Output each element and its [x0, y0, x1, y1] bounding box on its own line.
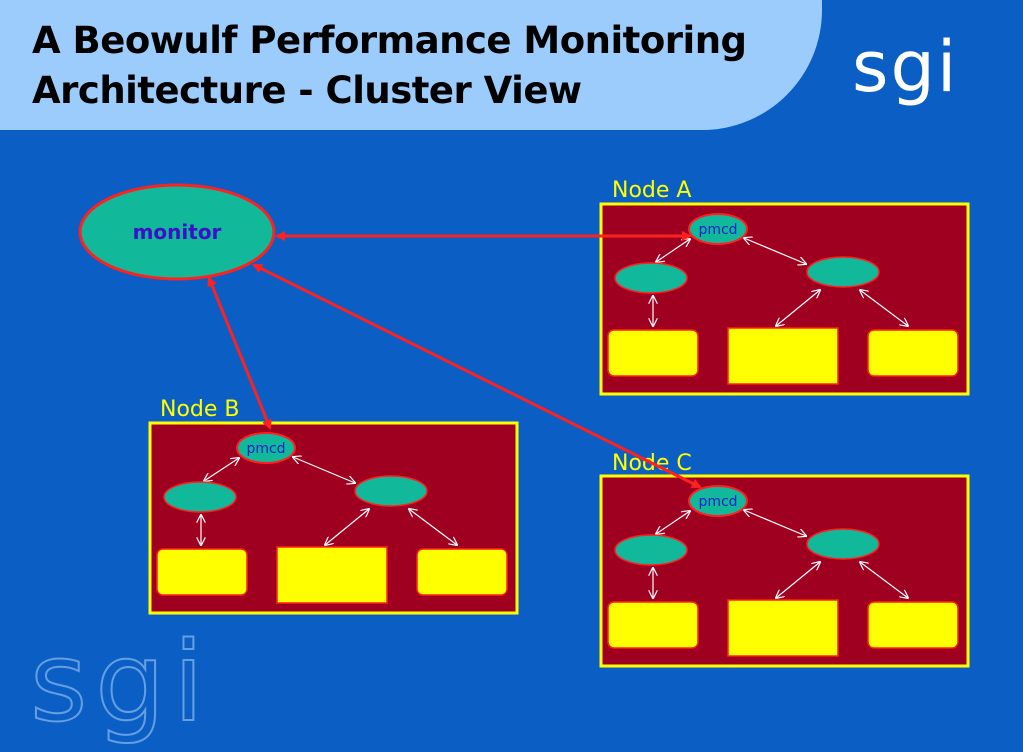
node-b-agent-right	[354, 475, 428, 507]
node-c-source-mid	[727, 599, 839, 657]
node-b-source-right	[416, 548, 508, 596]
page-title: A Beowulf Performance Monitoring Archite…	[32, 16, 747, 116]
node-a-source-left	[607, 329, 699, 377]
title-panel	[0, 0, 822, 130]
node-b-agent-left	[163, 481, 237, 513]
node-c-link-down-right	[860, 562, 908, 598]
node-a-label: Node A	[612, 178, 691, 203]
title-line-2: Architecture - Cluster View	[32, 69, 582, 112]
node-a-source-right	[867, 329, 959, 377]
node-c-source-left	[607, 601, 699, 649]
title-line-1: A Beowulf Performance Monitoring	[32, 19, 747, 62]
node-c-agent-left	[614, 534, 688, 566]
node-a-source-mid	[727, 327, 839, 385]
cluster-diagram: monitor Node A pmcd Node B pmcd	[78, 178, 970, 668]
node-c-agent-right	[806, 528, 880, 560]
sgi-logo: sgi	[852, 26, 959, 108]
node-a-link-down-mid	[776, 290, 820, 326]
node-b-label: Node B	[160, 397, 240, 422]
node-a-pmcd-label: pmcd	[698, 222, 737, 238]
node-c: Node C pmcd	[599, 451, 970, 668]
node-b-link-left	[204, 458, 239, 481]
monitor-ellipse	[78, 183, 276, 281]
node-a-agent-left	[614, 262, 688, 294]
node-a-link-right	[744, 238, 806, 264]
monitor-to-node-c-link	[252, 263, 702, 489]
node-c-link-down-mid	[776, 562, 820, 598]
node-a-pmcd-ellipse	[688, 213, 748, 245]
node-c-pmcd-ellipse	[688, 485, 748, 517]
node-b-source-mid	[276, 546, 388, 604]
node-a-link-down-right	[860, 290, 908, 326]
node-b-link-down-mid	[325, 509, 369, 545]
node-c-source-right	[867, 601, 959, 649]
node-b-source-left	[156, 548, 248, 596]
monitor-label: monitor	[133, 220, 222, 244]
node-c-link-right	[744, 510, 806, 536]
node-a-link-left	[656, 239, 690, 262]
monitor-node: monitor	[78, 183, 276, 281]
node-c-pmcd-label: pmcd	[698, 494, 737, 510]
node-b-link-down-right	[409, 509, 457, 545]
node-b-pmcd-label: pmcd	[246, 441, 285, 457]
node-a: Node A pmcd	[599, 178, 970, 396]
node-a-agent-right	[806, 256, 880, 288]
node-b: Node B pmcd	[148, 397, 519, 615]
node-c-link-left	[656, 511, 690, 534]
